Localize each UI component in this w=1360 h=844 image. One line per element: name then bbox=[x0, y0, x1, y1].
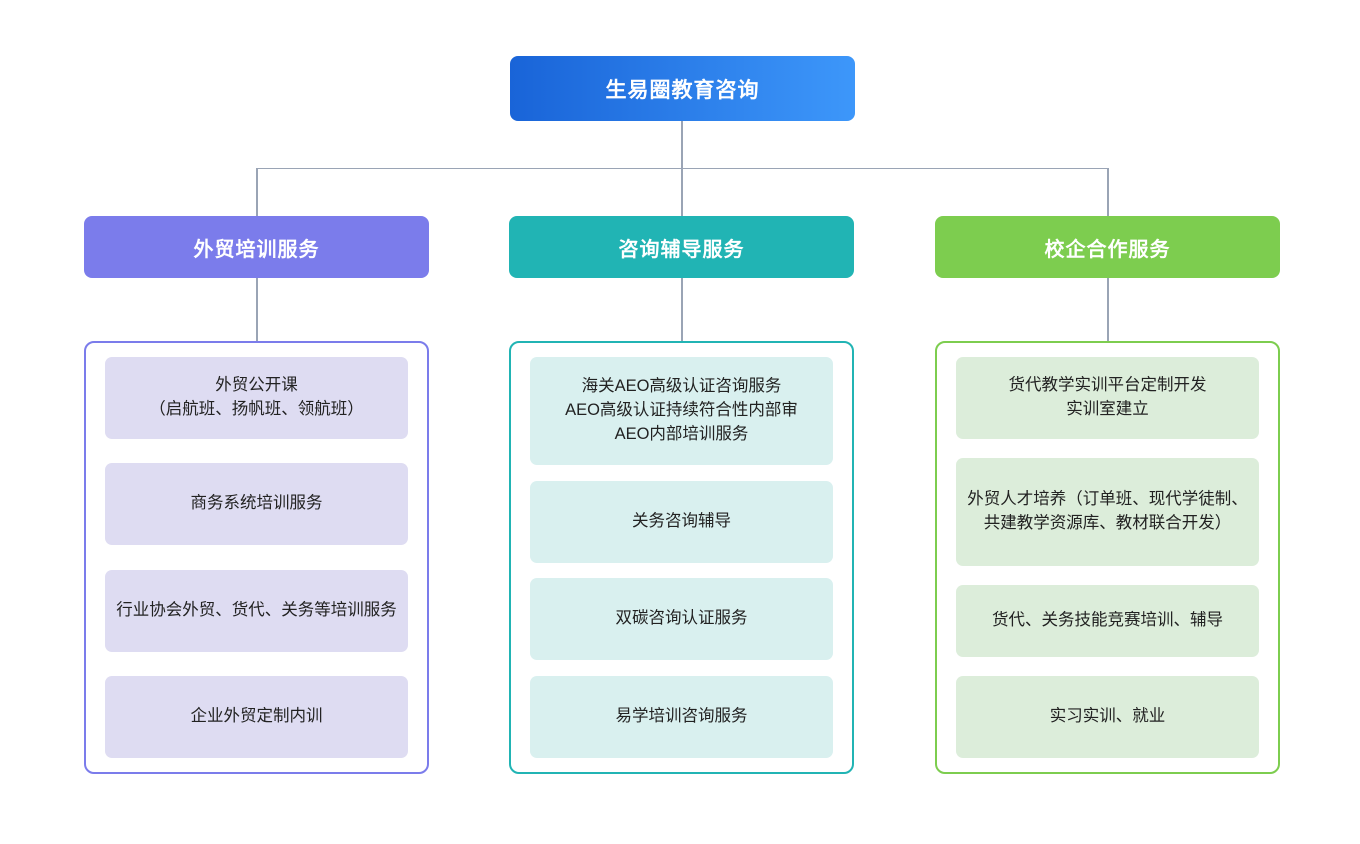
branch-items-container-3: 货代教学实训平台定制开发 实训室建立 外贸人才培养（订单班、现代学徒制、共建教学… bbox=[935, 341, 1280, 774]
connector-branch-2-stem bbox=[681, 278, 683, 341]
branch-item[interactable]: 关务咨询辅导 bbox=[530, 480, 833, 563]
connector-branch-3-stem bbox=[1107, 278, 1109, 341]
branch-item[interactable]: 海关AEO高级认证咨询服务 AEO高级认证持续符合性内部审 AEO内部培训服务 bbox=[530, 357, 833, 465]
connector-root-vertical bbox=[681, 121, 683, 168]
connector-branch-1-drop bbox=[256, 168, 258, 216]
branch-item[interactable]: 行业协会外贸、货代、关务等培训服务 bbox=[105, 569, 408, 652]
branch-items-container-2: 海关AEO高级认证咨询服务 AEO高级认证持续符合性内部审 AEO内部培训服务 … bbox=[509, 341, 854, 774]
connector-branch-1-stem bbox=[256, 278, 258, 341]
branch-item[interactable]: 货代、关务技能竞赛培训、辅导 bbox=[956, 585, 1259, 657]
branch-item[interactable]: 商务系统培训服务 bbox=[105, 463, 408, 546]
branch-header-3[interactable]: 校企合作服务 bbox=[935, 216, 1280, 278]
connector-branch-3-drop bbox=[1107, 168, 1109, 216]
branch-item[interactable]: 双碳咨询认证服务 bbox=[530, 578, 833, 661]
branch-items-container-1: 外贸公开课 （启航班、扬帆班、领航班） 商务系统培训服务 行业协会外贸、货代、关… bbox=[84, 341, 429, 774]
root-node[interactable]: 生易圈教育咨询 bbox=[510, 56, 855, 121]
branch-item[interactable]: 外贸人才培养（订单班、现代学徒制、共建教学资源库、教材联合开发） bbox=[956, 458, 1259, 566]
connector-branch-2-drop bbox=[681, 168, 683, 216]
branch-header-2[interactable]: 咨询辅导服务 bbox=[509, 216, 854, 278]
branch-item[interactable]: 实习实训、就业 bbox=[956, 676, 1259, 758]
branch-item[interactable]: 外贸公开课 （启航班、扬帆班、领航班） bbox=[105, 357, 408, 439]
branch-item[interactable]: 企业外贸定制内训 bbox=[105, 675, 408, 758]
branch-item[interactable]: 货代教学实训平台定制开发 实训室建立 bbox=[956, 357, 1259, 439]
branch-header-1[interactable]: 外贸培训服务 bbox=[84, 216, 429, 278]
branch-item[interactable]: 易学培训咨询服务 bbox=[530, 675, 833, 758]
